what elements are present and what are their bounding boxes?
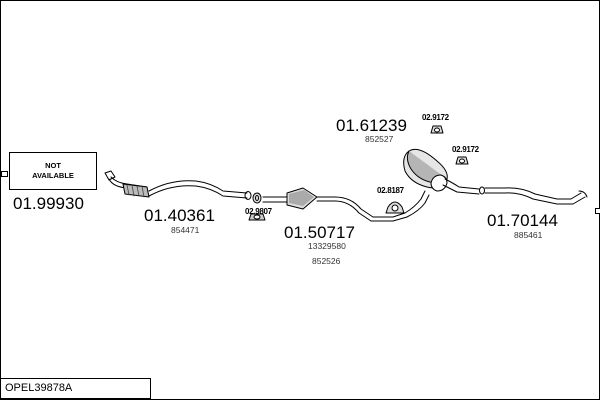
not-available-box: NOT AVAILABLE [9,152,97,190]
hanger-top-shape [430,125,444,134]
rear-silencer-part-number: 01.61239 [336,116,407,135]
front-pipe-part-number: 01.99930 [13,194,84,213]
clamp-mid-shape [385,201,405,214]
hanger-top-label: 02.9172 [422,113,449,122]
center-silencer-part-number: 01.50717 [284,223,355,242]
tail-pipe-shape [479,186,588,205]
mid-pipe-1-shape [148,180,252,200]
edge-marker-right [595,208,600,214]
mid-pipe-1-part-number: 01.40361 [144,206,215,225]
clamp-mid-label: 02.8187 [377,186,404,195]
rear-silencer-shape [392,148,480,222]
tail-pipe-part-number: 01.70144 [487,211,558,230]
center-silencer-oem-1: 13329580 [308,241,346,251]
hanger-right-label: 02.9172 [452,145,479,154]
center-silencer-shape [262,187,394,222]
clamp-front-shape [248,192,266,221]
mid-pipe-1-oem: 854471 [171,225,200,235]
front-pipe-shape [104,170,150,198]
not-available-line-1: NOT [45,160,61,170]
edge-marker [1,171,8,177]
hanger-right-shape [455,156,469,165]
not-available-line-2: AVAILABLE [32,171,74,180]
tail-pipe-oem: 885461 [514,230,543,240]
not-available-text: NOT AVAILABLE [23,161,83,181]
clamp-front-label: 02.9807 [245,207,272,216]
rear-silencer-oem: 852527 [365,134,394,144]
diagram-code-box: OPEL39878A [1,378,151,399]
center-silencer-oem-2: 852526 [312,256,341,266]
